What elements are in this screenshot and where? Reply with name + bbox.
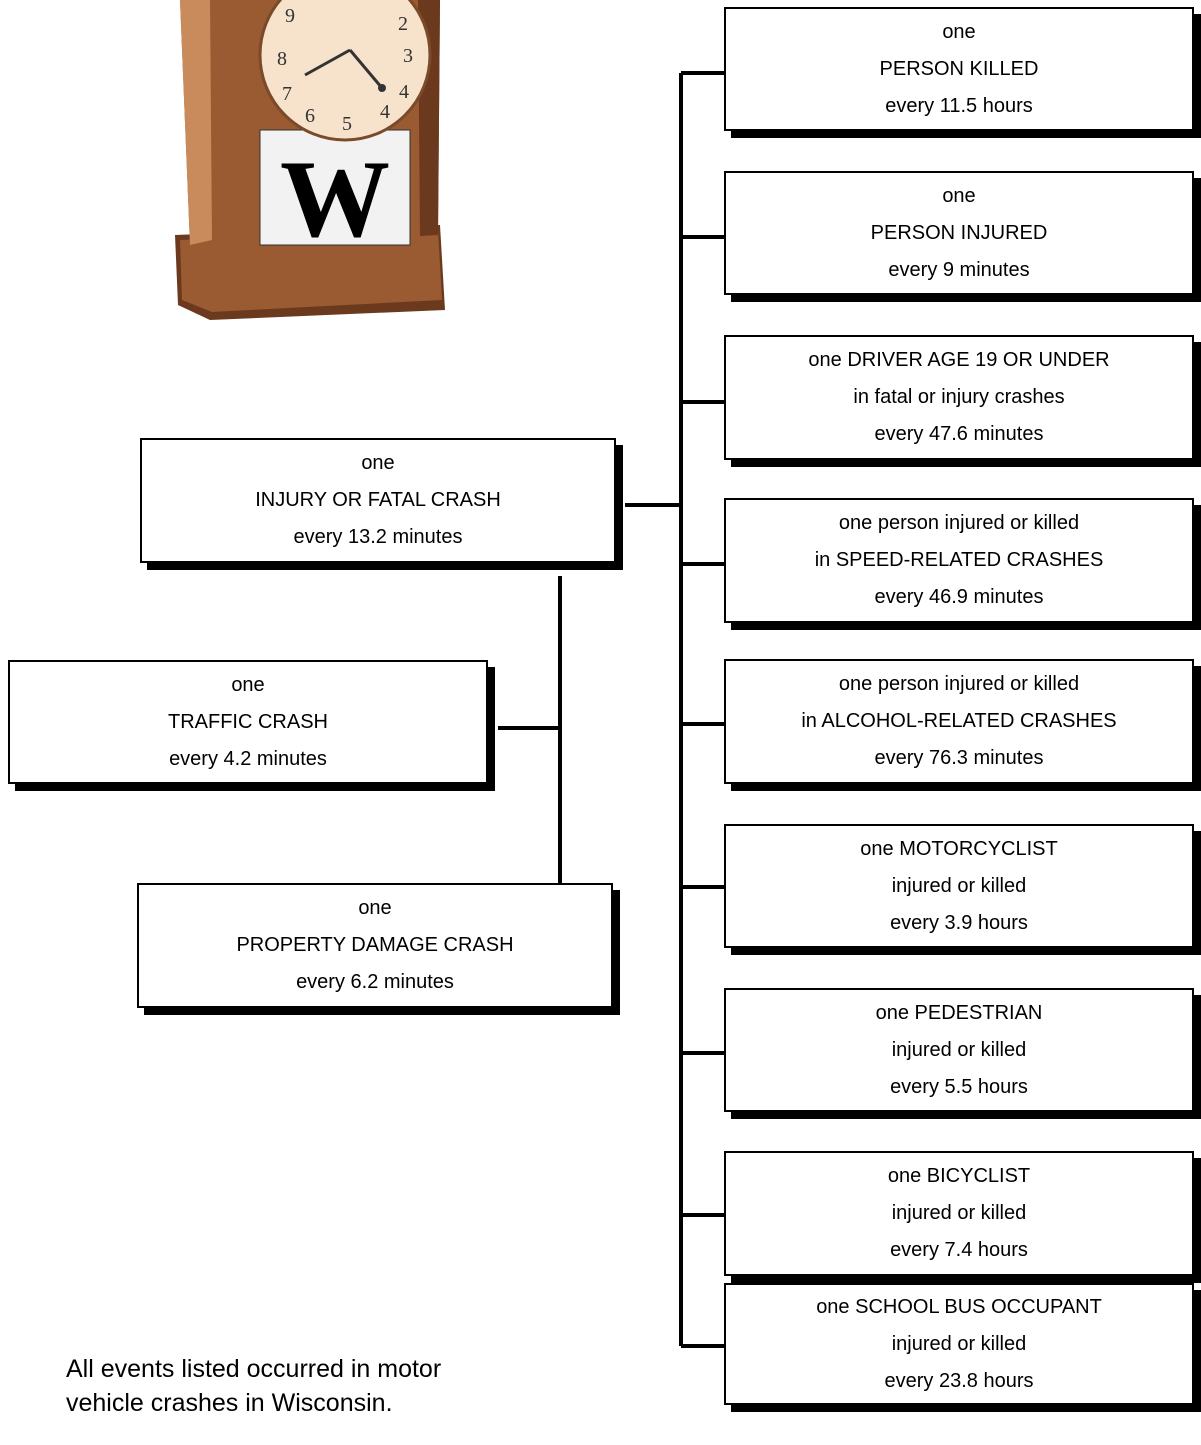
- clock-numeral-2: 2: [398, 13, 408, 35]
- box-line-1: one BICYCLIST: [887, 1165, 1031, 1187]
- footnote-line-1: All events listed occurred in motor: [66, 1355, 442, 1383]
- clock-letter: W: [280, 138, 390, 260]
- event-box-9: one SCHOOL BUS OCCUPANT injured or killed…: [724, 1283, 1201, 1412]
- box-line-2: INJURY OR FATAL CRASH: [255, 489, 501, 511]
- box-line-3: every 9 minutes: [888, 258, 1030, 281]
- box-line-3: every 4.2 minutes: [169, 747, 327, 770]
- clock-numeral-6: 5: [342, 113, 352, 135]
- clock-numeral-7: 6: [305, 105, 315, 127]
- box-line-3: every 46.9 minutes: [874, 586, 1044, 608]
- box-line-2: PERSON KILLED: [879, 57, 1039, 80]
- clock-numeral-5: 4: [380, 101, 390, 123]
- box-line-1: one: [358, 897, 392, 919]
- box-line-3: every 11.5 hours: [885, 94, 1033, 117]
- mantel-clock-icon: W 9 2 8 3 7 4 6 5 4: [175, 0, 445, 320]
- box-line-1: one MOTORCYCLIST: [860, 837, 1058, 860]
- box-line-2: injured or killed: [891, 1038, 1027, 1061]
- box-line-3: every 13.2 minutes: [293, 526, 463, 548]
- event-box-7: one PEDESTRIAN injured or killed every 5.5…: [724, 988, 1201, 1119]
- event-box-3: one DRIVER AGE 19 OR UNDER in fatal or in…: [724, 335, 1201, 467]
- footnote: All events listed occurred in motor vehi…: [66, 1352, 586, 1420]
- clock-numeral-8: 7: [282, 83, 292, 105]
- box-line-2: injured or killed: [891, 1202, 1027, 1224]
- box-face: one DRIVER AGE 19 OR UNDER in fatal or in…: [724, 335, 1194, 460]
- clock-numeral-9: 8: [277, 48, 287, 70]
- box-line-3: every 23.8 hours: [884, 1369, 1034, 1392]
- box-line-3: every 3.9 hours: [890, 911, 1028, 934]
- footnote-line-2: vehicle crashes in Wisconsin.: [66, 1389, 393, 1417]
- box-line-2: in ALCOHOL-RELATED CRASHES: [801, 710, 1117, 732]
- box-line-3: every 6.2 minutes: [296, 971, 454, 993]
- box-line-3: every 7.4 hours: [890, 1239, 1028, 1261]
- box-line-1: one person injured or killed: [838, 512, 1080, 534]
- box-line-1: one: [361, 452, 395, 474]
- box-line-1: one PEDESTRIAN: [875, 1001, 1043, 1024]
- box-face: one PEDESTRIAN injured or killed every 5.5…: [724, 988, 1194, 1112]
- box-face: one person injured or killed in ALCOHOL-R…: [724, 659, 1194, 784]
- box-line-1: one DRIVER AGE 19 OR UNDER: [808, 349, 1110, 371]
- event-box-5: one person injured or killed in ALCOHOL-R…: [724, 659, 1201, 791]
- clock-numeral-10: 9: [285, 5, 295, 27]
- box-line-2: TRAFFIC CRASH: [168, 710, 328, 733]
- event-box-6: one MOTORCYCLIST injured or killed every 3…: [724, 824, 1201, 955]
- box-line-1: one: [942, 184, 976, 207]
- box-line-2: PROPERTY DAMAGE CRASH: [236, 934, 514, 956]
- event-box-8: one BICYCLIST injured or killed every 7.4 …: [724, 1151, 1201, 1283]
- box-line-2: injured or killed: [891, 874, 1027, 897]
- box-face: one MOTORCYCLIST injured or killed every 3…: [724, 824, 1194, 948]
- box-line-2: in SPEED-RELATED CRASHES: [814, 549, 1104, 571]
- clock-numeral-3: 3: [403, 45, 413, 67]
- box-line-2: injured or killed: [891, 1332, 1027, 1355]
- box-face: one SCHOOL BUS OCCUPANT injured or killed…: [724, 1283, 1194, 1405]
- box-line-3: every 76.3 minutes: [874, 747, 1044, 769]
- event-box-4: one person injured or killed in SPEED-REL…: [724, 498, 1201, 630]
- box-line-1: one person injured or killed: [838, 673, 1080, 695]
- box-line-1: one: [942, 20, 976, 43]
- box-line-2: PERSON INJURED: [870, 221, 1048, 244]
- box-line-1: one SCHOOL BUS OCCUPANT: [816, 1295, 1102, 1318]
- box-line-3: every 47.6 minutes: [874, 423, 1044, 445]
- box-line-1: one: [231, 673, 265, 696]
- box-line-2: in fatal or injury crashes: [853, 386, 1065, 408]
- box-line-3: every 5.5 hours: [890, 1075, 1028, 1098]
- box-face: one person injured or killed in SPEED-REL…: [724, 498, 1194, 623]
- clock-numeral-4: 4: [399, 81, 409, 103]
- box-face: one BICYCLIST injured or killed every 7.4 …: [724, 1151, 1194, 1276]
